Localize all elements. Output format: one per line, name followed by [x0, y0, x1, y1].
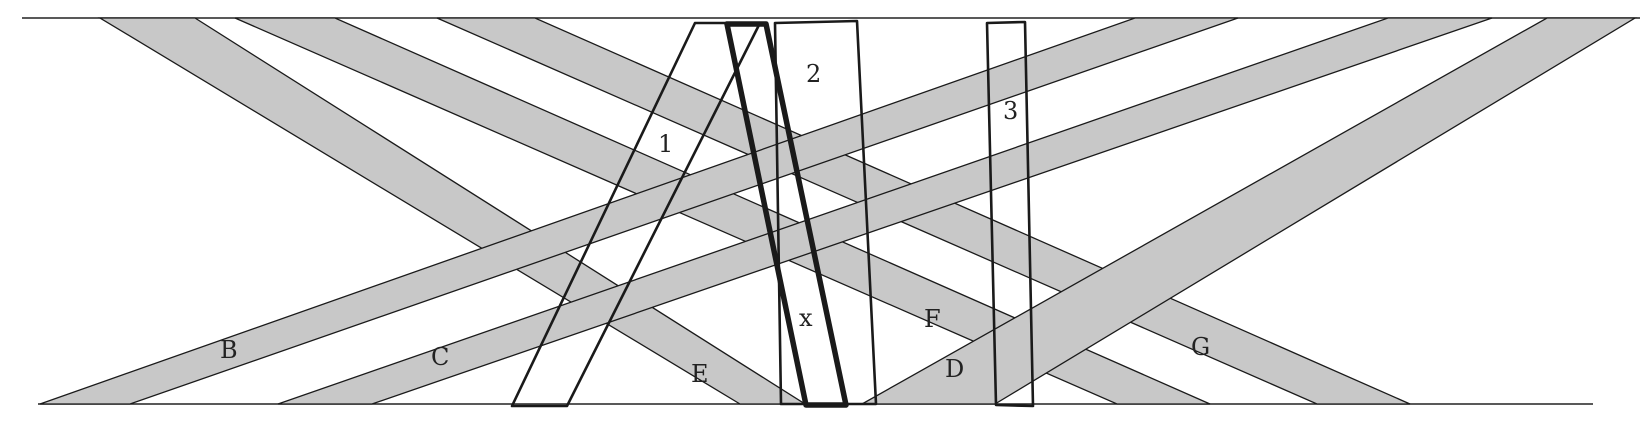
label-band-D: D: [945, 355, 964, 383]
label-body-x: x: [799, 304, 813, 332]
label-body-1: 1: [658, 130, 673, 158]
label-band-G: G: [1191, 333, 1210, 361]
band-B: [39, 17, 1239, 405]
band-D: [859, 17, 1638, 405]
body-x-outline: [724, 21, 849, 408]
band-C: [277, 17, 1493, 405]
label-band-E: E: [691, 360, 709, 388]
band-F: [234, 17, 1211, 405]
label-band-F: F: [924, 305, 941, 333]
label-band-C: C: [431, 343, 449, 371]
label-band-B: B: [220, 336, 238, 364]
label-body-2: 2: [806, 60, 821, 88]
label-body-3: 3: [1003, 97, 1018, 125]
body-3-outline: [985, 20, 1035, 408]
